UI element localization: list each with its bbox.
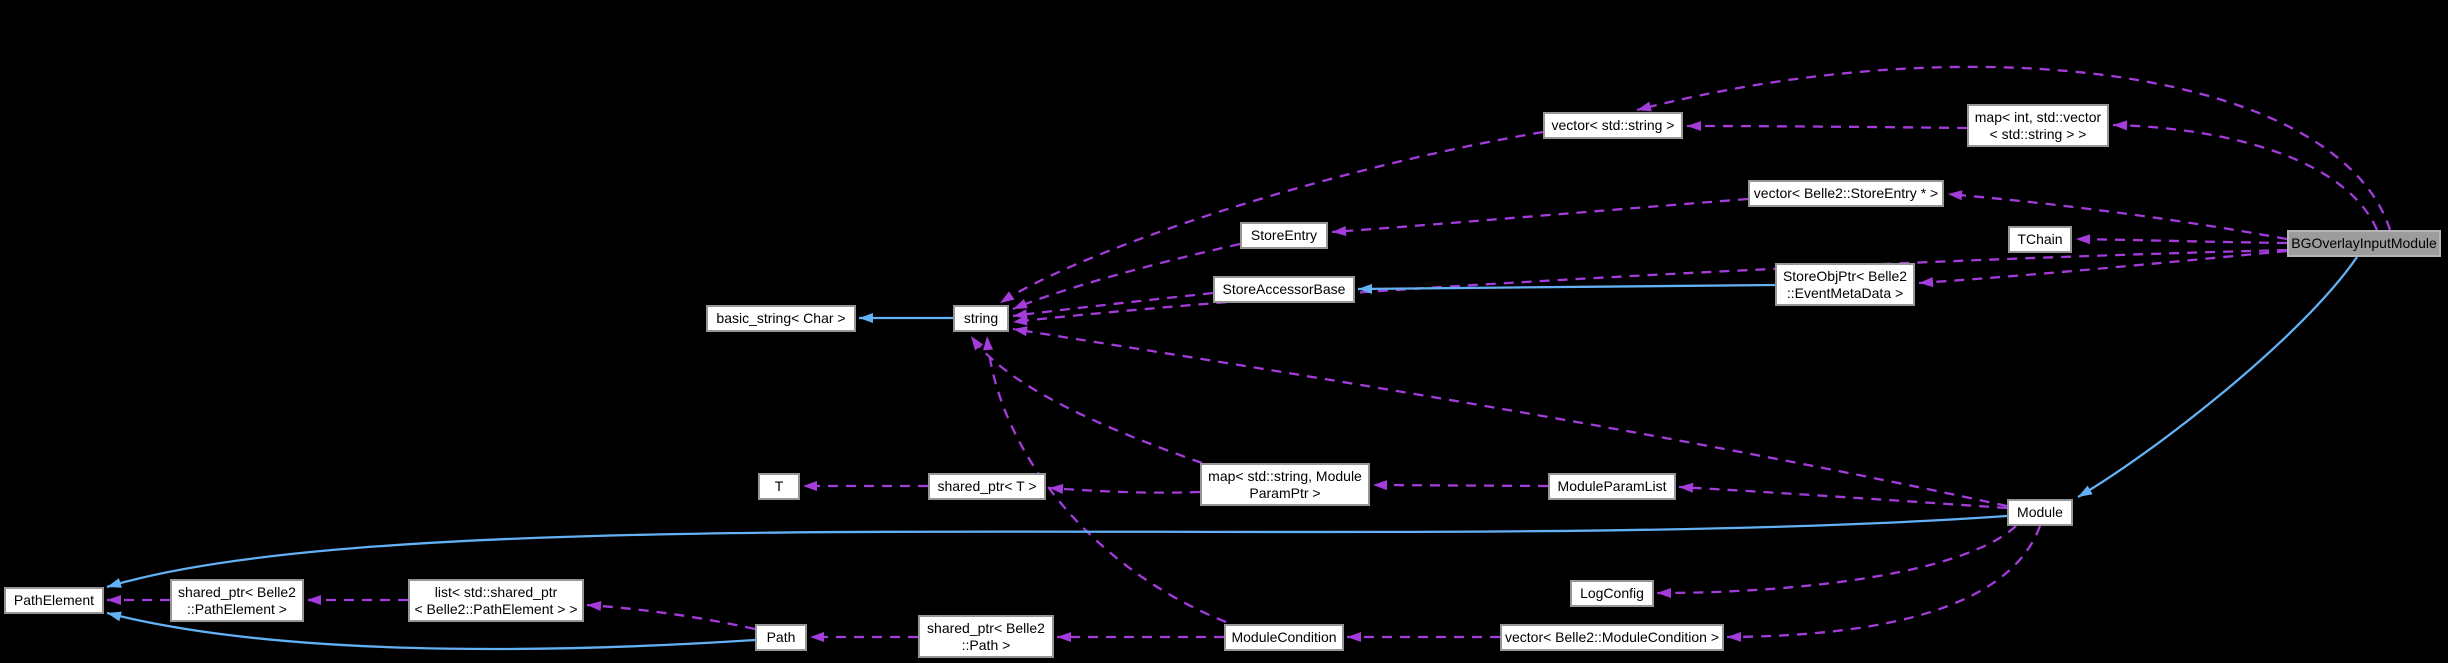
edge-path-to-list-shared-ptr-pathelement [586, 600, 756, 631]
node-tchain[interactable]: TChain [2008, 226, 2072, 253]
edge-modulecondition-to-string [983, 335, 1227, 624]
node-shared-ptr-path[interactable]: shared_ptr< Belle2 ::Path > [918, 615, 1054, 658]
node-shared-ptr-pathelement[interactable]: shared_ptr< Belle2 ::PathElement > [170, 579, 304, 622]
edge-map-moduleparamptr-to-string [970, 335, 1203, 465]
edge-bgoverlayinputmodule-to-map-int-vector [2112, 120, 2379, 231]
edge-path-to-pathelement [106, 611, 756, 651]
node-storeentry[interactable]: StoreEntry [1240, 222, 1328, 249]
node-storeobjptr-eventmetadata[interactable]: StoreObjPtr< Belle2 ::EventMetaData > [1775, 263, 1915, 306]
edge-vector-belle2-storeentry-to-storeentry [1331, 197, 1749, 237]
node-string[interactable]: string [953, 305, 1009, 332]
edge-module-to-moduleparamlist [1678, 482, 2008, 510]
edge-vector-std-string-to-string [999, 130, 1544, 304]
node-list-shared-ptr-pathelement[interactable]: list< std::shared_ptr < Belle2::PathElem… [408, 579, 584, 622]
node-map-int-vector[interactable]: map< int, std::vector < std::string > > [1967, 104, 2109, 147]
node-modulecondition[interactable]: ModuleCondition [1224, 624, 1344, 651]
edge-module-to-pathelement [106, 514, 2008, 589]
edge-storeentry-to-string [1012, 242, 1241, 311]
edge-bgoverlayinputmodule-to-storeobjptr [1918, 249, 2288, 288]
node-vector-belle2-modulecondition[interactable]: vector< Belle2::ModuleCondition > [1500, 624, 1724, 651]
node-path[interactable]: Path [755, 624, 807, 651]
node-shared-ptr-t[interactable]: shared_ptr< T > [928, 473, 1046, 500]
node-vector-belle2-storeentry[interactable]: vector< Belle2::StoreEntry * > [1748, 180, 1944, 207]
edge-module-to-vector-belle2-modulecondition [1726, 525, 2042, 642]
node-vector-std-string[interactable]: vector< std::string > [1543, 112, 1683, 139]
edge-bgoverlayinputmodule-to-tchain [2075, 234, 2288, 245]
node-pathelement[interactable]: PathElement [4, 587, 104, 614]
node-module[interactable]: Module [2007, 499, 2073, 526]
edge-map-moduleparamptr-to-shared-ptr-t [1048, 483, 1201, 494]
node-logconfig[interactable]: LogConfig [1570, 580, 1654, 607]
node-bgoverlayinputmodule: BGOverlayInputModule [2287, 230, 2441, 257]
edge-storeobjptr-to-storeaccessorbase [1357, 283, 1776, 294]
node-storeaccessorbase[interactable]: StoreAccessorBase [1213, 276, 1355, 303]
edge-bgoverlayinputmodule-to-vector-std-string [1636, 65, 2392, 231]
edge-storeaccessorbase-to-string [1012, 291, 1214, 320]
edge-bgoverlayinputmodule-to-module [2077, 256, 2358, 498]
node-map-moduleparamptr[interactable]: map< std::string, Module ParamPtr > [1200, 463, 1370, 506]
edge-map-int-vector-to-vector-std-string [1686, 121, 1968, 132]
edge-module-to-logconfig [1656, 525, 2017, 598]
edge-module-to-string [1012, 326, 2008, 508]
edge-bgoverlayinputmodule-to-vector-belle2-storeentry [1947, 190, 2288, 241]
node-t[interactable]: T [758, 473, 800, 500]
node-basic-string[interactable]: basic_string< Char > [706, 305, 856, 332]
node-moduleparamlist[interactable]: ModuleParamList [1548, 473, 1676, 500]
edge-bgoverlayinputmodule-to-string [1012, 248, 2288, 326]
edge-moduleparamlist-to-map-moduleparamptr [1372, 480, 1549, 491]
